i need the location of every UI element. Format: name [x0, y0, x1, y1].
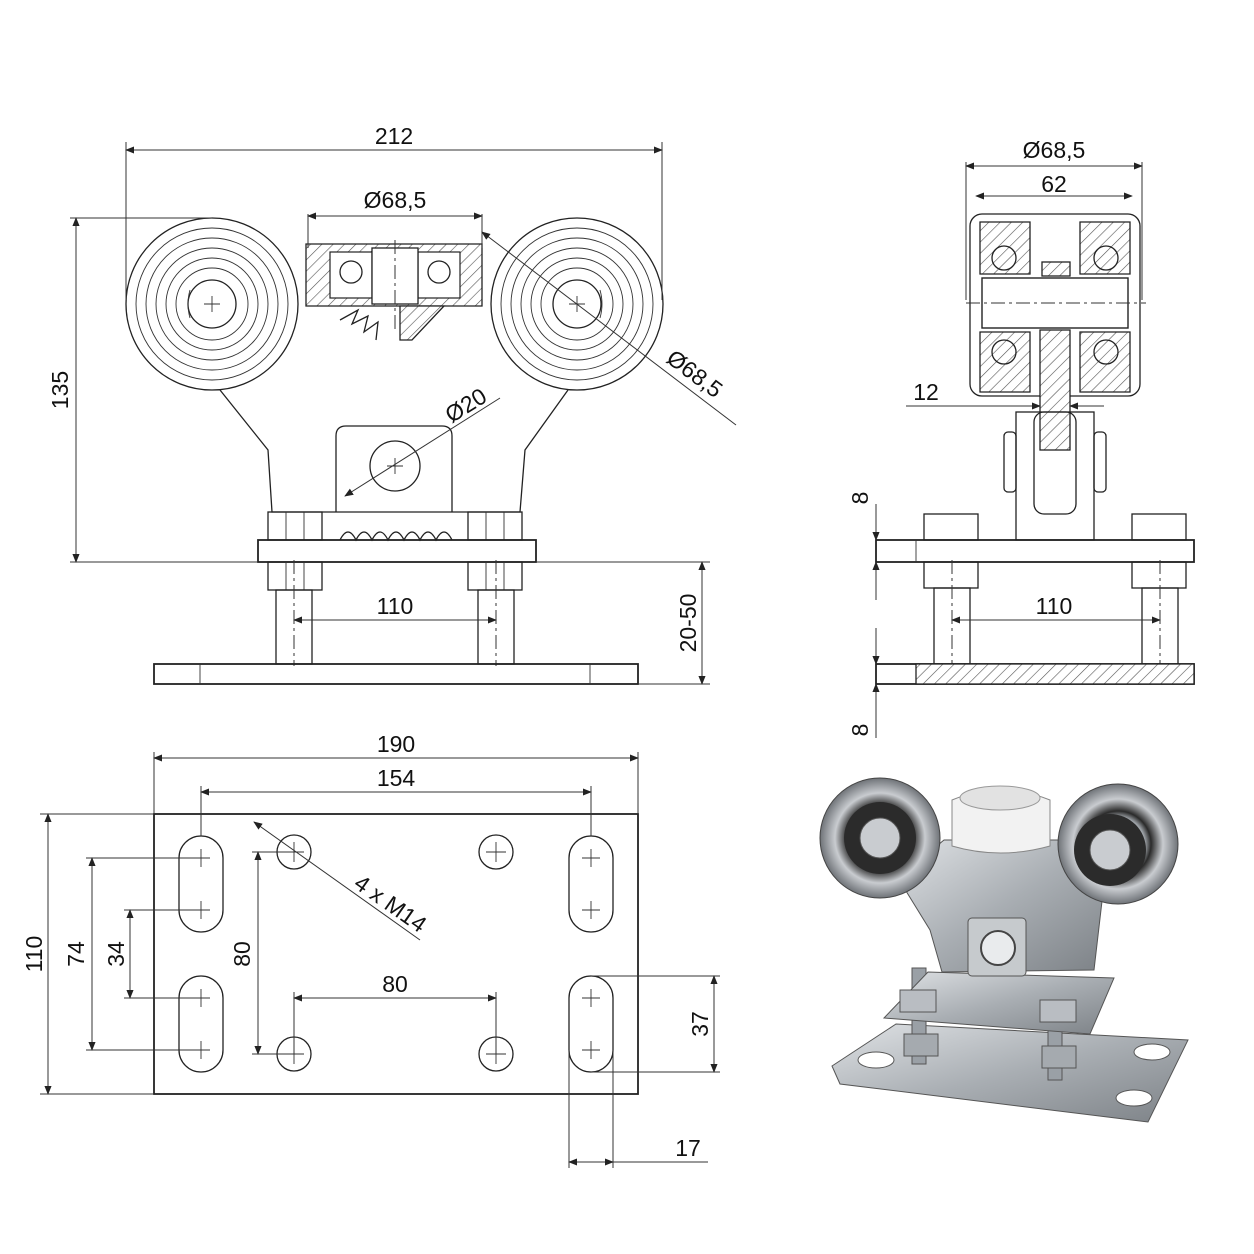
side-fin [1039, 329, 1071, 451]
svg-text:154: 154 [377, 765, 416, 791]
upper-nuts [267, 511, 523, 541]
base-plate [153, 663, 639, 685]
dim-154: 154 [200, 765, 592, 836]
svg-text:80: 80 [229, 941, 255, 967]
svg-text:17: 17 [675, 1135, 701, 1161]
front-view: 212 Ø68,5 Ø68,5 Ø20 135 110 [47, 123, 737, 685]
plan-holes [276, 834, 514, 1072]
dim-side-diameter: Ø68,5 [965, 137, 1143, 300]
dim-side-12: 12 [906, 379, 1104, 410]
dim-80-horizontal: 80 [293, 971, 497, 1054]
top-plate [257, 539, 537, 563]
svg-text:Ø68,5: Ø68,5 [364, 187, 427, 213]
right-pulley [490, 217, 664, 391]
side-nuts [923, 513, 1187, 589]
side-roller [966, 213, 1146, 397]
product-photo [819, 777, 1189, 1123]
svg-text:8: 8 [847, 724, 873, 737]
dim-20-50: 20-50 [536, 561, 710, 685]
svg-text:62: 62 [1041, 171, 1067, 197]
dim-17: 17 [568, 1050, 708, 1168]
dim-110-front: 110 [293, 593, 497, 624]
guide-roller-section [305, 240, 483, 341]
svg-text:110: 110 [1036, 593, 1073, 619]
svg-text:80: 80 [382, 971, 408, 997]
dim-pin-diameter: Ø20 [344, 383, 501, 497]
body-outline [219, 389, 569, 513]
svg-text:212: 212 [375, 123, 413, 149]
plan-plate [153, 813, 639, 1095]
dim-pulley-diameter-top: Ø68,5 [307, 187, 483, 248]
dim-37: 37 [591, 975, 720, 1073]
svg-text:34: 34 [103, 941, 129, 967]
dim-side-8-bottom: 8 [847, 628, 880, 738]
dim-4xM14: 4 x M14 [253, 821, 432, 941]
dim-80-vertical: 80 [229, 851, 294, 1055]
svg-text:8: 8 [847, 492, 873, 505]
svg-text:110: 110 [21, 936, 47, 973]
dim-135: 135 [47, 217, 258, 563]
dim-side-110: 110 [951, 593, 1161, 624]
svg-text:Ø68,5: Ø68,5 [1023, 137, 1086, 163]
side-view: Ø68,5 62 12 8 110 8 [847, 137, 1195, 738]
dim-pulley-diameter-right: Ø68,5 [481, 231, 737, 426]
dim-74: 74 [63, 857, 201, 1051]
svg-text:74: 74 [63, 941, 89, 967]
dim-side-8-top: 8 [847, 492, 880, 600]
pin-bracket [335, 425, 453, 542]
svg-text:135: 135 [47, 371, 73, 409]
dim-190: 190 [153, 731, 639, 814]
lower-nuts [267, 561, 523, 591]
svg-text:4 x M14: 4 x M14 [350, 869, 432, 937]
dim-110-plan: 110 [21, 813, 154, 1095]
left-pulley [125, 217, 299, 391]
svg-text:37: 37 [687, 1011, 713, 1037]
side-top-plate [875, 539, 1195, 563]
svg-text:20-50: 20-50 [675, 594, 701, 653]
svg-text:110: 110 [377, 593, 414, 619]
dim-34: 34 [103, 909, 201, 999]
plan-view: 190 154 4 x M14 110 74 34 [21, 731, 720, 1168]
svg-text:Ø20: Ø20 [440, 383, 491, 428]
svg-text:190: 190 [377, 731, 415, 757]
dim-212: 212 [125, 123, 663, 300]
dim-side-62: 62 [975, 171, 1133, 200]
svg-text:12: 12 [913, 379, 939, 405]
